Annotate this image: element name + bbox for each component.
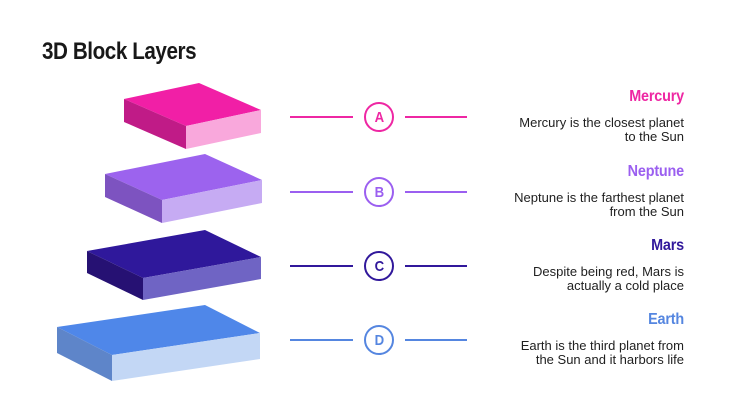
layer-description: Despite being red, Mars is actually a co… — [444, 263, 684, 293]
description-line: Mercury is the closest planet — [519, 114, 684, 130]
badge-letter: A — [374, 108, 384, 126]
block-top-face — [105, 154, 262, 200]
description-line: to the Sun — [624, 128, 684, 144]
connector-line — [405, 265, 467, 267]
description-line: actually a cold place — [566, 277, 684, 293]
description-line: Neptune is the farthest planet — [514, 189, 684, 205]
connector-row-d: D — [290, 325, 467, 355]
badge-letter: D — [374, 331, 384, 349]
layer-title: Earth — [648, 311, 684, 328]
layer-description: Earth is the third planet from the Sun a… — [444, 337, 684, 367]
block-neptune — [105, 154, 262, 223]
description-line: the Sun and it harbors life — [535, 351, 684, 367]
layer-description: Neptune is the farthest planet from the … — [444, 189, 684, 219]
connector-line — [405, 191, 467, 193]
layer-title: Neptune — [627, 163, 685, 180]
connector-row-c: C — [290, 251, 467, 281]
block-front-face — [162, 180, 262, 223]
connector-row-b: B — [290, 177, 467, 207]
block-earth — [57, 305, 260, 381]
layer-badge-b: B — [364, 177, 394, 207]
layer-description: Mercury is the closest planet to the Sun — [444, 114, 684, 144]
layer-info-earth: Earth Earth is the third planet from the… — [444, 311, 684, 367]
block-mercury — [124, 83, 261, 149]
block-front-face — [143, 257, 261, 300]
layer-badge-c: C — [364, 251, 394, 281]
description-line: from the Sun — [609, 203, 684, 219]
layer-info-neptune: Neptune Neptune is the farthest planet f… — [444, 163, 684, 219]
block-side-face — [105, 174, 162, 223]
layer-title: Mercury — [629, 88, 684, 105]
block-side-face — [87, 251, 143, 300]
block-top-face — [124, 83, 261, 126]
block-top-face — [87, 230, 261, 278]
layer-title: Mars — [651, 237, 684, 254]
block-side-face — [124, 99, 186, 149]
layer-info-mercury: Mercury Mercury is the closest planet to… — [444, 88, 684, 144]
layer-badge-a: A — [364, 102, 394, 132]
connector-line — [290, 191, 353, 193]
block-front-face — [112, 333, 260, 381]
connector-row-a: A — [290, 102, 467, 132]
connector-line — [405, 116, 467, 118]
layer-badge-d: D — [364, 325, 394, 355]
badge-letter: B — [374, 183, 384, 201]
connector-line — [290, 339, 353, 341]
block-front-face — [186, 110, 261, 149]
page-title: 3D Block Layers — [42, 38, 197, 65]
connector-line — [405, 339, 467, 341]
connector-line — [290, 265, 353, 267]
description-line: Despite being red, Mars is — [532, 263, 684, 279]
block-top-face — [57, 305, 260, 355]
block-mars — [87, 230, 261, 300]
description-line: Earth is the third planet from — [520, 337, 684, 353]
connector-line — [290, 116, 353, 118]
layer-info-mars: Mars Despite being red, Mars is actually… — [444, 237, 684, 293]
block-side-face — [57, 327, 112, 381]
badge-letter: C — [374, 257, 384, 275]
